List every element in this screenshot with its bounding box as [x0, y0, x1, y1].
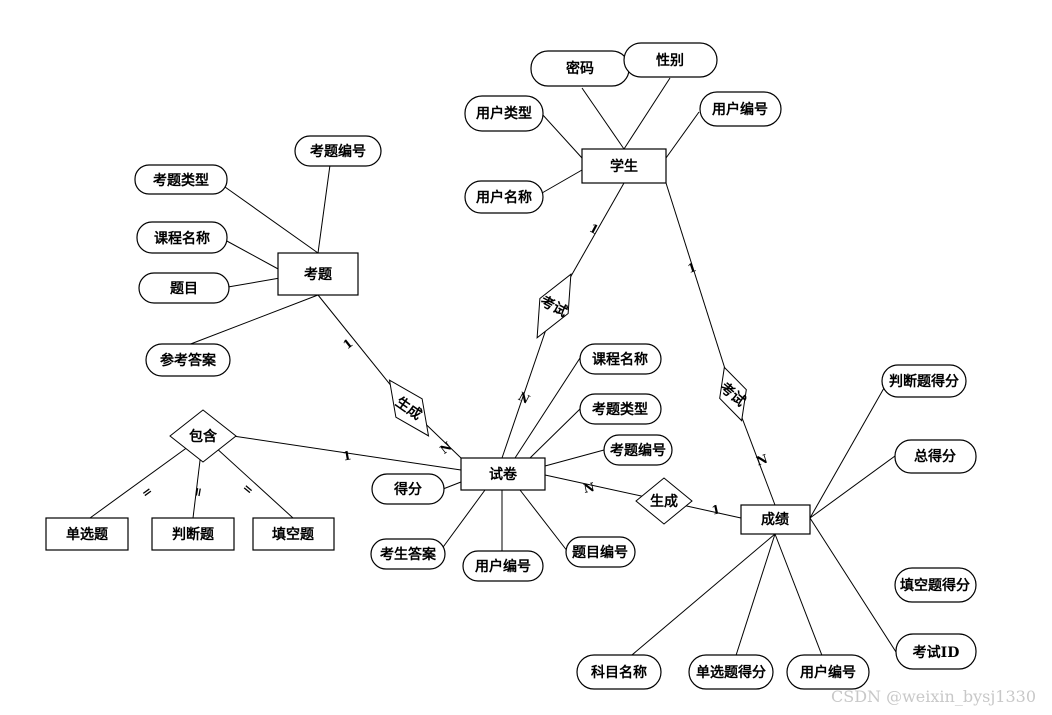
attr-fill-blank-score-label: 填空题得分: [900, 577, 970, 594]
attr-paper-question-id-label: 考题编号: [610, 442, 666, 459]
attr-question-id: 考题编号: [294, 135, 382, 167]
attr-paper-score: 得分: [371, 473, 445, 505]
attr-paper-course-name-label: 课程名称: [592, 351, 648, 368]
attr-password: 密码: [530, 50, 630, 87]
relationship-exam-student-paper: 考试: [536, 273, 572, 339]
entity-single-choice: 单选题: [45, 517, 129, 551]
attr-exam-id: 考试ID: [895, 633, 977, 670]
attr-course-name: 课程名称: [136, 221, 228, 254]
attr-paper-user-id-label: 用户编号: [475, 558, 531, 575]
attr-subject-name: 科目名称: [576, 654, 662, 690]
entity-judgment-label: 判断题: [172, 526, 215, 543]
watermark-text: CSDN @weixin_bysj1330: [831, 687, 1036, 706]
card-score-generate-1: 1: [710, 502, 721, 517]
attr-paper-course-name: 课程名称: [579, 343, 662, 375]
attr-paper-question-id: 考题编号: [603, 434, 673, 466]
attr-paper-user-id: 用户编号: [462, 550, 544, 582]
entity-student: 学生: [581, 148, 667, 184]
entity-score-label: 成绩: [761, 511, 789, 528]
attr-single-choice-score-label: 单选题得分: [696, 664, 766, 681]
card-contains-judgment: =: [190, 486, 206, 498]
attr-question-type: 考题类型: [134, 164, 228, 195]
attr-paper-question-type: 考题类型: [579, 393, 662, 425]
relationship-generate-paper-score: 生成: [635, 477, 693, 525]
attr-password-label: 密码: [565, 60, 594, 77]
attr-single-choice-score: 单选题得分: [688, 654, 774, 690]
card-paper-generate2-n: N: [582, 480, 596, 496]
attr-user-id-student-label: 用户编号: [712, 101, 768, 118]
entity-judgment: 判断题: [151, 517, 235, 551]
attr-paper-question-no: 题目编号: [565, 536, 636, 568]
attr-question-text: 题目: [138, 272, 230, 304]
attr-reference-answer: 参考答案: [145, 343, 231, 377]
attr-user-type-label: 用户类型: [476, 105, 532, 122]
attr-reference-answer-label: 参考答案: [160, 352, 217, 369]
attr-fill-blank-score: 填空题得分: [894, 567, 977, 603]
entity-question: 考题: [277, 252, 359, 296]
attr-gender-label: 性别: [656, 52, 684, 69]
entity-question-label: 考题: [304, 266, 333, 283]
entity-paper-label: 试卷: [489, 466, 518, 483]
card-score-exam-n: N: [755, 452, 770, 469]
attr-examinee-answer-label: 考生答案: [380, 546, 437, 563]
attr-judgment-score-label: 判断题得分: [889, 373, 959, 390]
attr-paper-question-type-label: 考题类型: [592, 401, 648, 418]
attr-question-type-label: 考题类型: [153, 172, 209, 189]
attr-judgment-score: 判断题得分: [881, 364, 967, 398]
entity-paper: 试卷: [460, 457, 546, 491]
attr-paper-score-label: 得分: [393, 481, 422, 498]
relationship-generate-question-paper: 生成: [388, 379, 430, 437]
attr-paper-question-no-label: 题目编号: [572, 544, 628, 561]
attr-user-name: 用户名称: [464, 180, 544, 214]
attr-examinee-answer: 考生答案: [370, 538, 446, 570]
entity-fill-blank-label: 填空题: [272, 526, 315, 543]
card-contains-1: 1: [342, 448, 353, 463]
attr-user-type: 用户类型: [464, 95, 544, 132]
attr-score-user-id: 用户编号: [786, 654, 870, 690]
attr-course-name-label: 课程名称: [154, 230, 210, 247]
attr-question-text-label: 题目: [170, 281, 198, 297]
attr-total-score-label: 总得分: [914, 448, 956, 465]
relationship-generate-paper-score-label: 生成: [650, 493, 678, 510]
attr-question-id-label: 考题编号: [310, 143, 366, 160]
attr-gender: 性别: [623, 42, 718, 78]
relationship-contains-label: 包含: [189, 428, 218, 445]
entity-student-label: 学生: [610, 158, 638, 175]
attr-user-id-student: 用户编号: [699, 91, 782, 127]
attr-total-score: 总得分: [894, 439, 977, 474]
entity-score: 成绩: [740, 504, 811, 535]
attr-subject-name-label: 科目名称: [591, 664, 647, 681]
entity-single-choice-label: 单选题: [66, 526, 109, 543]
card-student-exam2-1: 1: [686, 260, 698, 276]
attr-user-name-label: 用户名称: [476, 189, 532, 206]
attr-score-user-id-label: 用户编号: [800, 664, 856, 681]
relationship-contains: 包含: [169, 409, 237, 463]
attr-exam-id-label: 考试ID: [913, 644, 960, 661]
entity-fill-blank: 填空题: [252, 517, 335, 551]
